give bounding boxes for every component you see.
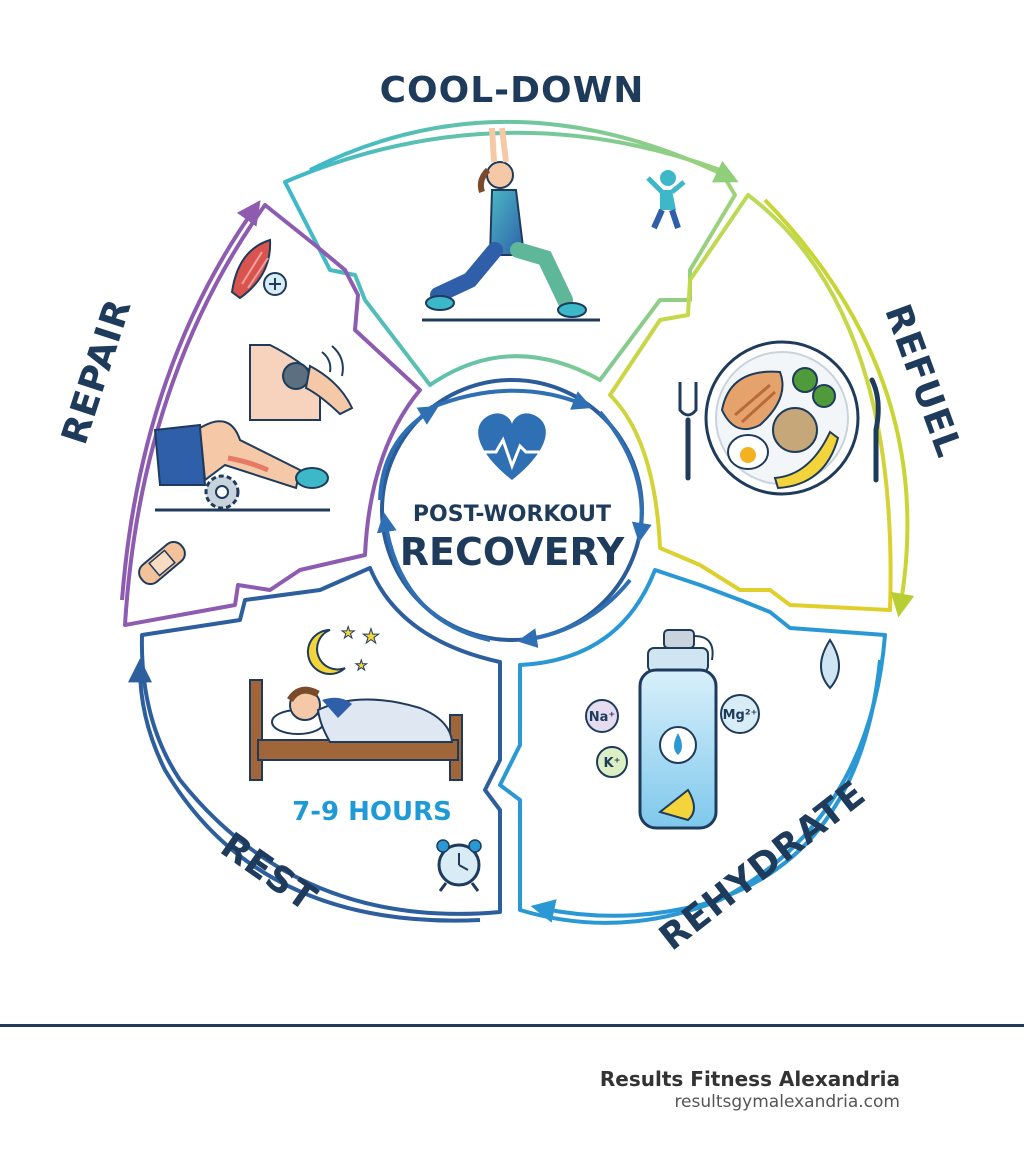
rest-arrow	[128, 658, 481, 923]
repair-label: REPAIR	[54, 294, 139, 450]
rest-label: REST	[213, 825, 324, 920]
alarm-clock-icon	[436, 839, 482, 892]
center-title-line1: POST-WORKOUT	[413, 502, 611, 527]
recovery-cycle-diagram: POST-WORKOUT RECOVERY COOL-DOWN REFUEL R…	[54, 70, 969, 959]
repair-segment-outline	[123, 203, 422, 627]
center-hub: POST-WORKOUT RECOVERY	[376, 378, 652, 649]
potassium-ion-badge: K⁺	[596, 746, 628, 778]
sodium-ion-badge: Na⁺	[585, 699, 619, 733]
heart-icon	[472, 413, 552, 480]
footer-divider	[0, 1024, 1024, 1027]
foam-roller-leg-icon	[153, 420, 330, 512]
rest-segment-outline	[139, 566, 502, 916]
water-drop-icon	[820, 638, 840, 690]
footer-website-url: resultsgymalexandria.com	[674, 1092, 900, 1112]
svg-text:K⁺: K⁺	[604, 756, 621, 771]
svg-text:Mg²⁺: Mg²⁺	[723, 708, 758, 723]
massage-ball-shoulder-icon	[249, 344, 354, 421]
refuel-arrow	[763, 198, 915, 618]
moon-stars-icon: ★ ★ ★	[306, 623, 380, 675]
svg-text:Na⁺: Na⁺	[589, 710, 616, 725]
plate-meal-icon	[704, 340, 860, 496]
knife-icon	[869, 377, 881, 483]
refuel-label: REFUEL	[876, 299, 969, 463]
svg-text:★: ★	[362, 624, 380, 648]
cooldown-arrow	[309, 120, 739, 183]
fork-icon	[678, 382, 698, 481]
cooldown-label: COOL-DOWN	[380, 70, 645, 111]
footer-brand-name: Results Fitness Alexandria	[599, 1067, 900, 1091]
cooldown-segment-outline	[283, 130, 737, 387]
magnesium-ion-badge: Mg²⁺	[720, 694, 760, 734]
rehydrate-arrow	[530, 659, 882, 923]
lunge-stretch-person-icon	[422, 127, 600, 322]
bandage-icon	[138, 540, 186, 586]
water-bottle-icon	[638, 629, 718, 830]
repair-arrow	[120, 200, 261, 601]
rehydrate-segment-outline	[498, 568, 887, 925]
svg-text:★: ★	[355, 658, 368, 674]
sleeping-person-bed-icon	[249, 679, 463, 781]
sleep-hours-label: 7-9 HOURS	[292, 797, 452, 827]
refuel-segment-outline	[608, 193, 893, 612]
center-title-line2: RECOVERY	[400, 530, 625, 574]
muscle-plus-icon	[230, 238, 287, 300]
stretching-figure-icon	[646, 170, 686, 230]
svg-text:★: ★	[341, 623, 355, 642]
